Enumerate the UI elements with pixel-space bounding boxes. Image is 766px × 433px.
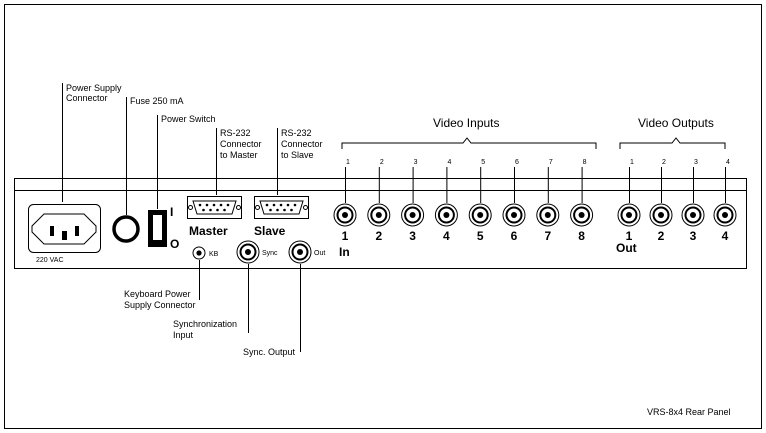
power-switch[interactable] (148, 210, 167, 247)
output-top-number-1: 1 (630, 159, 634, 166)
output-top-number-3: 3 (694, 159, 698, 166)
keyboard-label-2: Supply Connector (124, 300, 196, 310)
master-port-label: Master (189, 224, 228, 238)
input-top-number-6: 6 (515, 159, 519, 166)
input-bnc-1 (333, 203, 357, 227)
keyboard-power-jack (192, 246, 206, 260)
input-top-number-1: 1 (346, 159, 350, 166)
fuse-holder (112, 215, 140, 243)
outer-frame (4, 4, 762, 429)
video-outputs-heading: Video Outputs (638, 116, 714, 130)
rs232-master-label-1: RS-232 (220, 128, 251, 138)
input-bnc-8 (570, 203, 594, 227)
rs232-slave-label-2: Connector (281, 139, 323, 149)
diagram-caption: VRS-8x4 Rear Panel (647, 407, 731, 417)
input-bnc-6 (502, 203, 526, 227)
input-top-number-2: 2 (380, 159, 384, 166)
input-bnc-4 (434, 203, 458, 227)
rs232-master-label-3: to Master (220, 150, 258, 160)
rs232-slave-label-1: RS-232 (281, 128, 312, 138)
input-number-8: 8 (578, 229, 585, 243)
output-number-3: 3 (690, 229, 697, 243)
video-inputs-heading: Video Inputs (433, 116, 500, 130)
input-bnc-7 (536, 203, 560, 227)
output-bnc-1 (617, 203, 641, 227)
power-supply-label-2: Connector (66, 93, 108, 103)
output-number-4: 4 (722, 229, 729, 243)
video-outputs-bracket (619, 137, 726, 149)
sync-output-label: Sync. Output (243, 347, 296, 357)
device-panel (14, 178, 747, 269)
input-number-4: 4 (443, 229, 450, 243)
output-number-2: 2 (658, 229, 665, 243)
keyboard-label-1: Keyboard Power (124, 289, 191, 299)
output-top-number-4: 4 (726, 159, 730, 166)
input-top-number-3: 3 (414, 159, 418, 166)
power-switch-label: Power Switch (161, 114, 216, 124)
sync-out-label: Out (314, 250, 325, 257)
sync-input-label-1: Synchronization (173, 319, 237, 329)
input-top-number-8: 8 (583, 159, 587, 166)
input-group-label: In (339, 245, 350, 259)
output-bnc-3 (681, 203, 705, 227)
input-number-5: 5 (477, 229, 484, 243)
sync-input-label-2: Input (173, 330, 194, 340)
input-number-7: 7 (544, 229, 551, 243)
sync-input-bnc (236, 240, 260, 264)
sync-label: Sync (262, 250, 278, 257)
output-number-1: 1 (626, 229, 633, 243)
output-bnc-2 (649, 203, 673, 227)
input-number-1: 1 (342, 229, 349, 243)
power-supply-connector (28, 204, 101, 253)
input-number-3: 3 (409, 229, 416, 243)
fuse-label: Fuse 250 mA (130, 96, 184, 106)
power-supply-label-1: Power Supply (66, 83, 122, 93)
rs232-master-connector (187, 196, 242, 219)
kb-label: KB (209, 251, 219, 258)
input-top-number-5: 5 (481, 159, 485, 166)
video-inputs-bracket (341, 137, 597, 149)
output-group-label: Out (616, 241, 637, 255)
ac-voltage-label: 220 VAC (36, 257, 64, 264)
slave-port-label: Slave (254, 224, 286, 238)
output-top-number-2: 2 (662, 159, 666, 166)
input-top-number-7: 7 (549, 159, 553, 166)
video-connectors: 1 1 2 2 3 3 4 4 5 5 6 6 7 7 8 8 1 1 2 2 3 3 4 4 (333, 159, 737, 243)
output-bnc-4 (713, 203, 737, 227)
switch-on-mark: I (170, 205, 173, 219)
input-number-2: 2 (375, 229, 382, 243)
rs232-slave-label-3: to Slave (281, 150, 314, 160)
input-bnc-5 (468, 203, 492, 227)
input-bnc-2 (367, 203, 391, 227)
rs232-slave-connector (254, 196, 309, 219)
input-top-number-4: 4 (447, 159, 451, 166)
sync-output-bnc (288, 240, 312, 264)
switch-off-mark: O (170, 237, 179, 251)
input-number-6: 6 (511, 229, 518, 243)
rs232-master-label-2: Connector (220, 139, 262, 149)
input-bnc-3 (401, 203, 425, 227)
